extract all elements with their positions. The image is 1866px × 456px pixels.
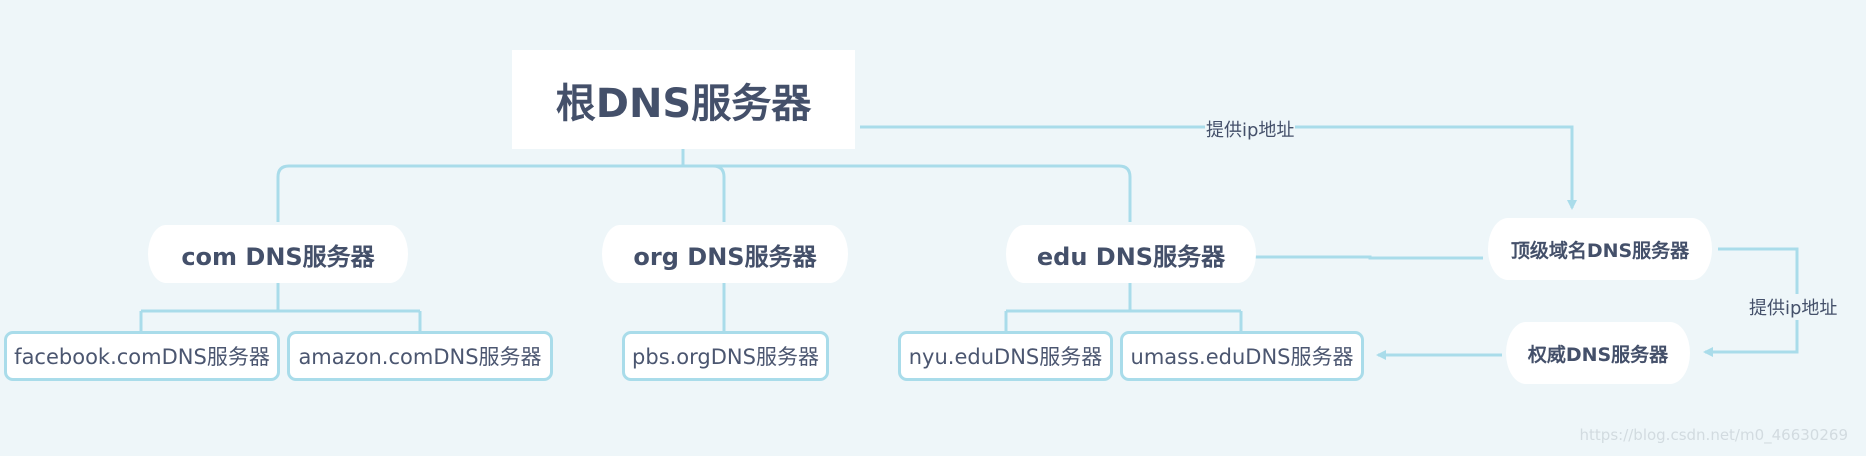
connector-root-to-edu [683, 164, 1132, 222]
auth-server-node-label: 权威DNS服务器 [1527, 343, 1669, 366]
leaf-node-nyu: nyu.eduDNS服务器 [898, 331, 1113, 381]
connector-root-to-org [683, 164, 726, 222]
leaf-node-amazon-label: amazon.comDNS服务器 [298, 345, 542, 369]
leaf-node-umass-label: umass.eduDNS服务器 [1130, 345, 1354, 369]
tld-node-edu-label: edu DNS服务器 [1036, 242, 1226, 271]
root-dns-server-label: 根DNS服务器 [555, 80, 812, 127]
root-dns-server: 根DNS服务器 [512, 50, 855, 149]
leaf-node-facebook: facebook.comDNS服务器 [4, 331, 280, 381]
leaf-node-amazon: amazon.comDNS服务器 [287, 331, 553, 381]
edge-label-tld-to-auth: 提供ip地址 [1748, 294, 1839, 320]
tld-node-org-label: org DNS服务器 [633, 242, 817, 271]
tld-node-com-label: com DNS服务器 [181, 242, 375, 271]
connector-edu-children [1004, 283, 1243, 332]
tld-node-edu: edu DNS服务器 [1006, 225, 1256, 283]
tld-server-node-label: 顶级域名DNS服务器 [1510, 239, 1690, 262]
watermark: https://blog.csdn.net/m0_46630269 [1579, 426, 1848, 444]
arrow-root-to-tld-server [860, 125, 1577, 210]
edge-label-root-to-tld: 提供ip地址 [1205, 116, 1296, 142]
leaf-node-pbs-label: pbs.orgDNS服务器 [632, 345, 819, 369]
leaf-node-facebook-label: facebook.comDNS服务器 [14, 345, 270, 369]
tld-node-com: com DNS服务器 [148, 225, 408, 283]
leaf-node-umass: umass.eduDNS服务器 [1120, 331, 1364, 381]
tld-node-org: org DNS服务器 [602, 225, 848, 283]
leaf-node-nyu-label: nyu.eduDNS服务器 [908, 345, 1103, 369]
auth-server-node: 权威DNS服务器 [1506, 322, 1690, 384]
leaf-node-pbs: pbs.orgDNS服务器 [622, 331, 829, 381]
connector-root-to-com [276, 164, 683, 222]
connector-com-children [139, 283, 422, 332]
arrow-tld-server-to-edu [1238, 252, 1483, 262]
tld-server-node: 顶级域名DNS服务器 [1488, 218, 1712, 280]
